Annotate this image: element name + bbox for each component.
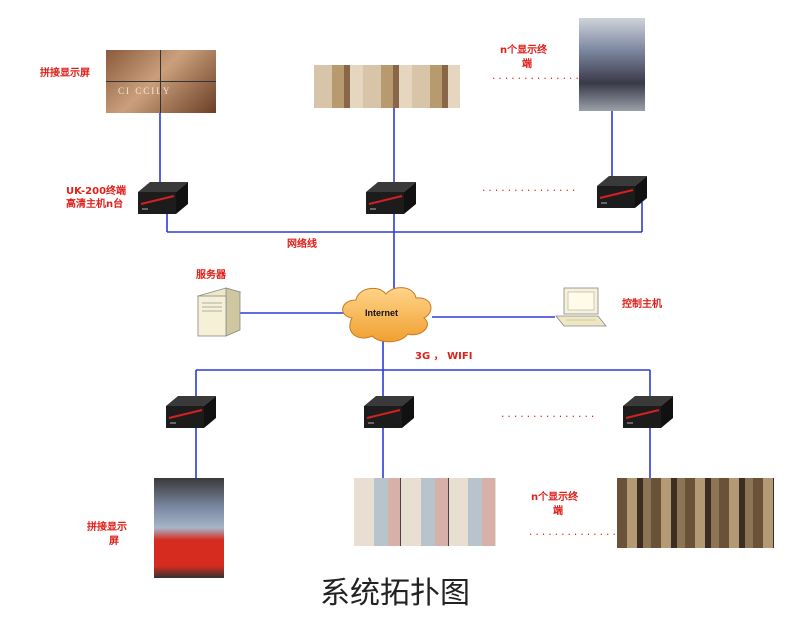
host-box-icon (596, 175, 648, 209)
host-label-line1: UK-200终端 (66, 186, 127, 197)
host-box-icon (622, 395, 674, 429)
n-displays-label-bottom-2: 端 (553, 506, 563, 517)
runway-display-photo-top (579, 18, 645, 111)
n-displays-label-top-1: n个显示终 (500, 45, 548, 56)
computer-icon (555, 287, 607, 327)
n-displays-label-top-2: 端 (522, 59, 532, 70)
control-host-label: 控制主机 (622, 299, 662, 310)
videowall-display-photo-bottom (354, 478, 496, 546)
splice-display-label-bottom-2: 屏 (109, 536, 119, 547)
ellipsis-top-display: .............. (491, 72, 581, 82)
diagram-title: 系统拓扑图 (320, 576, 470, 611)
host-box-icon (137, 181, 189, 215)
model-display-photo-bottom (154, 478, 224, 578)
server-label: 服务器 (196, 270, 226, 281)
splice-display-label-bottom-1: 拼接显示 (87, 522, 127, 533)
ellipsis-bottom-host: ............... (500, 410, 597, 420)
splice-display-photo-top: CI CCILY (106, 50, 216, 113)
ellipsis-top-host: ............... (481, 184, 578, 194)
wireless-label: 3G ， WIFI (415, 351, 473, 362)
photo-logo: CI CCILY (118, 86, 172, 96)
videowall-display-photo-top (314, 65, 460, 108)
splice-display-label-top: 拼接显示屏 (40, 68, 90, 79)
network-cable-label: 网络线 (287, 239, 317, 250)
internet-label: Internet (365, 308, 399, 318)
host-box-icon (165, 395, 217, 429)
cloud-icon (342, 287, 432, 343)
host-box-icon (365, 181, 417, 215)
server-icon (196, 287, 242, 337)
group-display-photo-bottom (617, 478, 774, 548)
n-displays-label-bottom-1: n个显示终 (531, 492, 579, 503)
links (159, 108, 651, 478)
host-label-line2: 高清主机n台 (66, 199, 124, 210)
ellipsis-bottom-display: .............. (528, 528, 618, 538)
host-box-icon (363, 395, 415, 429)
